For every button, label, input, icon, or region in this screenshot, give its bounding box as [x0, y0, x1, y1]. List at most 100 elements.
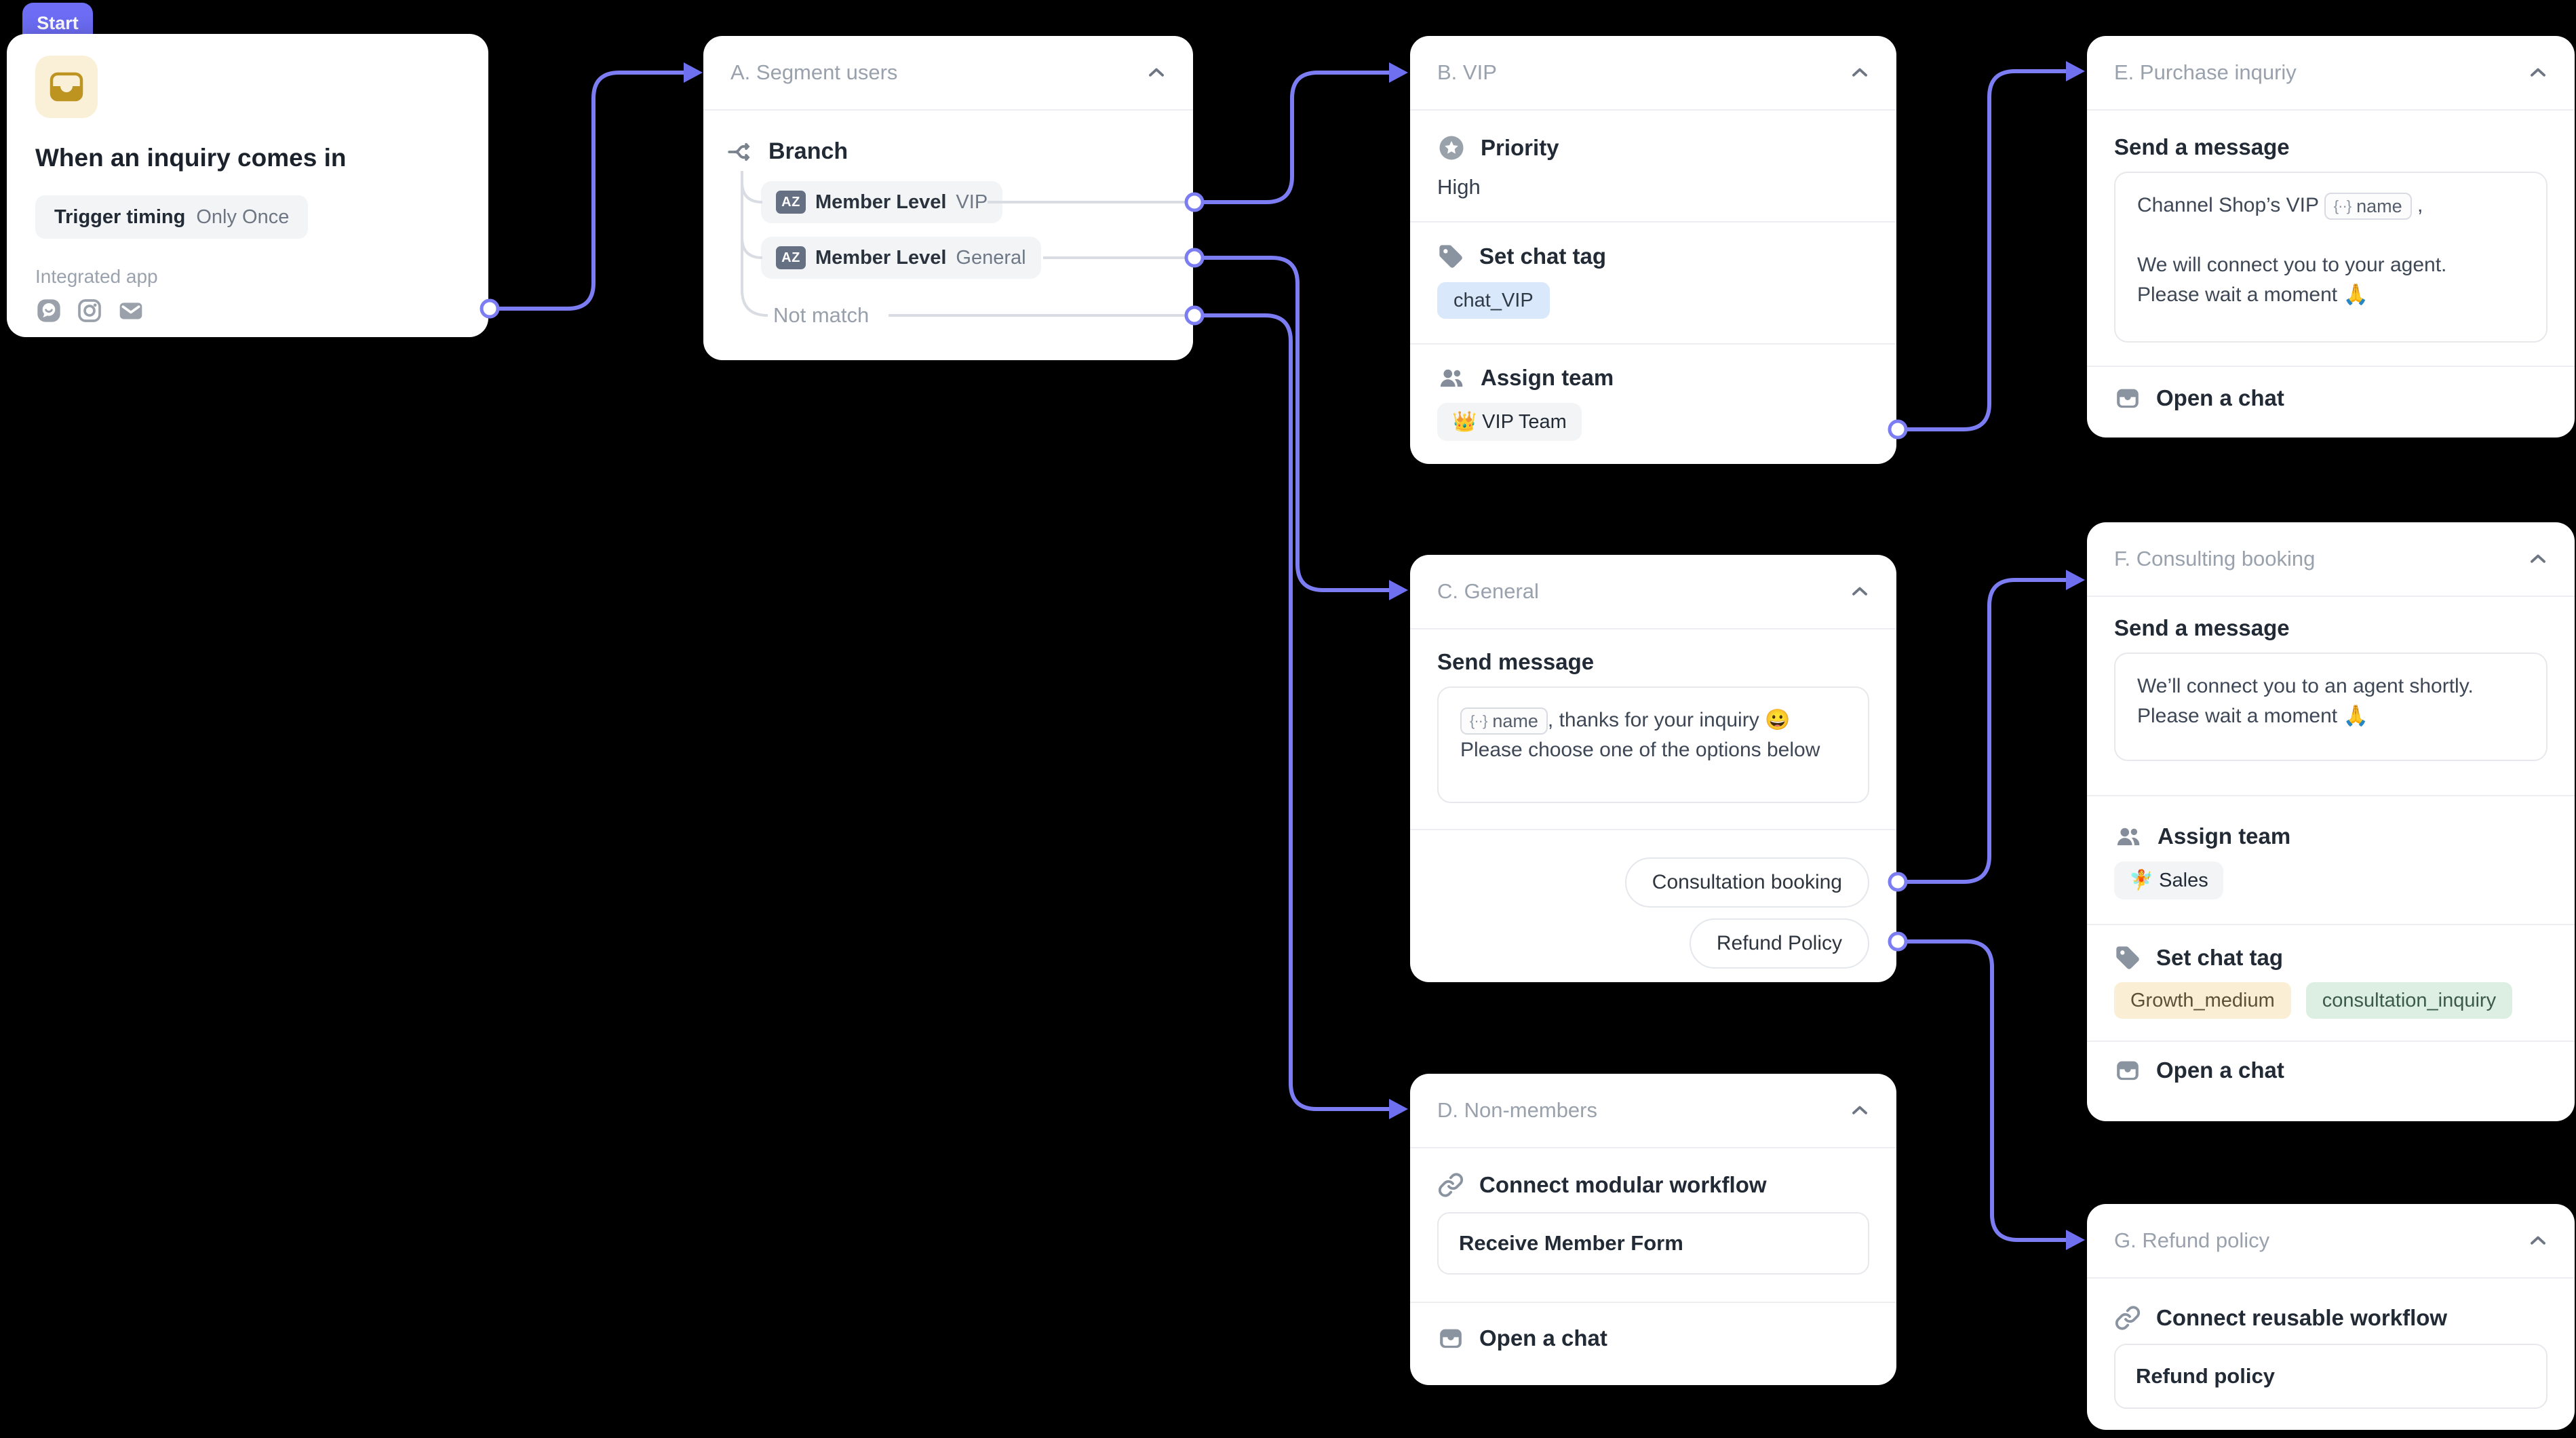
condition-value: VIP — [956, 191, 988, 213]
assign-team-label: Assign team — [2158, 823, 2291, 849]
branch-icon — [726, 138, 754, 170]
quick-reply-refund-policy[interactable]: Refund Policy — [1689, 918, 1869, 969]
set-chat-tag-label: Set chat tag — [2156, 945, 2284, 970]
wire-general-to-node-c — [1201, 256, 1391, 592]
arrowhead-node-g — [2066, 1230, 2085, 1250]
collapse-chevron-icon[interactable] — [2526, 547, 2550, 571]
link-icon — [1437, 1171, 1464, 1199]
condition-field: Member Level — [815, 246, 947, 269]
team-pill-vip-team[interactable]: 👑 VIP Team — [1437, 403, 1582, 441]
variable-chip-name: {··}name — [1460, 707, 1548, 735]
message-editor[interactable]: We’ll connect you to an agent shortly. P… — [2114, 653, 2548, 761]
workflow-refund-policy[interactable]: Refund policy — [2114, 1344, 2548, 1409]
chat-tag-chat-vip[interactable]: chat_VIP — [1437, 282, 1550, 319]
tag-icon — [2114, 944, 2141, 971]
chat-tag-growth-medium[interactable]: Growth_medium — [2114, 982, 2291, 1019]
team-icon — [1437, 364, 1466, 392]
open-chat-label: Open a chat — [1479, 1325, 1607, 1350]
node-title: B. VIP — [1437, 60, 1497, 84]
output-port-start[interactable] — [480, 298, 500, 319]
chat-icon — [2114, 385, 2141, 412]
node-segment-users[interactable]: A. Segment users Branch AZ Member Level … — [703, 36, 1193, 360]
wire-consultation-to-node-f — [1904, 578, 2068, 884]
arrowhead-node-c — [1389, 580, 1408, 600]
wire-not-match-to-node-d — [1201, 313, 1391, 1111]
priority-label: Priority — [1481, 135, 1559, 160]
assign-team-label: Assign team — [1481, 365, 1614, 390]
collapse-chevron-icon[interactable] — [2526, 60, 2550, 85]
collapse-chevron-icon[interactable] — [2526, 1228, 2550, 1253]
start-node[interactable]: When an inquiry comes in Trigger timing … — [7, 34, 488, 337]
arrowhead-node-e — [2066, 61, 2085, 81]
team-pill-sales[interactable]: 🧚 Sales — [2114, 861, 2223, 899]
connect-workflow-label: Connect modular workflow — [1479, 1172, 1767, 1197]
collapse-chevron-icon[interactable] — [1848, 1098, 1872, 1123]
output-port-node-b[interactable] — [1888, 419, 1908, 440]
node-title: G. Refund policy — [2114, 1228, 2270, 1252]
output-port-consultation[interactable] — [1888, 872, 1908, 892]
branch-label: Branch — [768, 138, 848, 164]
arrowhead-node-b — [1389, 62, 1408, 83]
send-message-label: Send a message — [2114, 615, 2290, 640]
output-port-general[interactable] — [1184, 248, 1205, 268]
node-vip[interactable]: B. VIP Priority High — [1410, 36, 1896, 464]
mail-icon — [117, 297, 145, 324]
collapse-chevron-icon[interactable] — [1848, 579, 1872, 604]
link-icon — [2114, 1304, 2141, 1332]
send-message-label: Send message — [1437, 649, 1595, 674]
trigger-title: When an inquiry comes in — [35, 144, 347, 172]
workflow-receive-member-form[interactable]: Receive Member Form — [1437, 1212, 1869, 1275]
condition-value: General — [956, 246, 1026, 269]
collapse-chevron-icon[interactable] — [1144, 60, 1169, 85]
arrowhead-node-d — [1389, 1099, 1408, 1119]
tag-icon — [1437, 243, 1464, 270]
branch-condition-vip[interactable]: AZ Member Level VIP — [761, 181, 1003, 223]
node-non-members[interactable]: D. Non-members Connect modular workflow … — [1410, 1074, 1896, 1385]
arrowhead-node-a — [684, 62, 703, 83]
node-title: C. General — [1437, 579, 1539, 603]
text-field-icon: AZ — [776, 246, 806, 269]
arrowhead-node-f — [2066, 570, 2085, 590]
team-icon — [2114, 822, 2143, 851]
output-port-vip[interactable] — [1184, 192, 1205, 212]
chat-icon — [2114, 1057, 2141, 1084]
trigger-timing-pill[interactable]: Trigger timing Only Once — [35, 195, 309, 239]
output-port-refund[interactable] — [1888, 931, 1908, 952]
chat-icon — [1437, 1325, 1464, 1352]
node-title: F. Consulting booking — [2114, 547, 2316, 570]
variable-chip-name: {··}name — [2324, 193, 2412, 220]
send-message-label: Send a message — [2114, 134, 2290, 159]
branch-condition-general[interactable]: AZ Member Level General — [761, 237, 1041, 279]
priority-value: High — [1437, 175, 1481, 199]
inbox-app-icon — [35, 56, 98, 118]
node-refund-policy[interactable]: G. Refund policy Connect reusable workfl… — [2087, 1204, 2575, 1430]
node-consulting-booking[interactable]: F. Consulting booking Send a message We’… — [2087, 522, 2575, 1121]
set-chat-tag-label: Set chat tag — [1479, 244, 1607, 269]
wire-refund-to-node-g — [1904, 939, 2068, 1242]
connect-workflow-label: Connect reusable workflow — [2156, 1305, 2448, 1330]
chat-tag-consultation-inquiry[interactable]: consultation_inquiry — [2305, 982, 2513, 1019]
output-port-not-match[interactable] — [1184, 305, 1205, 326]
instagram-icon — [76, 297, 103, 324]
priority-icon — [1437, 134, 1466, 162]
wire-start-to-segment — [496, 71, 686, 311]
open-chat-label: Open a chat — [2156, 1057, 2284, 1083]
wire-vip-to-node-b — [1201, 71, 1391, 204]
quick-reply-consultation-booking[interactable]: Consultation booking — [1624, 857, 1869, 908]
trigger-timing-label: Trigger timing — [54, 206, 186, 228]
open-chat-label: Open a chat — [2156, 385, 2284, 410]
node-title: E. Purchase inquriy — [2114, 60, 2297, 84]
trigger-timing-value: Only Once — [196, 206, 290, 228]
message-editor[interactable]: {··}name, thanks for your inquiry 😀 Plea… — [1437, 686, 1869, 803]
collapse-chevron-icon[interactable] — [1848, 60, 1872, 85]
channel-talk-icon — [35, 297, 62, 324]
message-editor[interactable]: Channel Shop’s VIP {··}name , We will co… — [2114, 172, 2548, 343]
node-purchase-inquiry[interactable]: E. Purchase inquriy Send a message Chann… — [2087, 36, 2575, 438]
node-title: D. Non-members — [1437, 1098, 1597, 1122]
integrated-app-label: Integrated app — [35, 266, 158, 287]
node-general[interactable]: C. General Send message {··}name, thanks… — [1410, 555, 1896, 982]
wire-node-b-to-node-e — [1904, 69, 2068, 431]
text-field-icon: AZ — [776, 191, 806, 214]
condition-field: Member Level — [815, 191, 947, 213]
